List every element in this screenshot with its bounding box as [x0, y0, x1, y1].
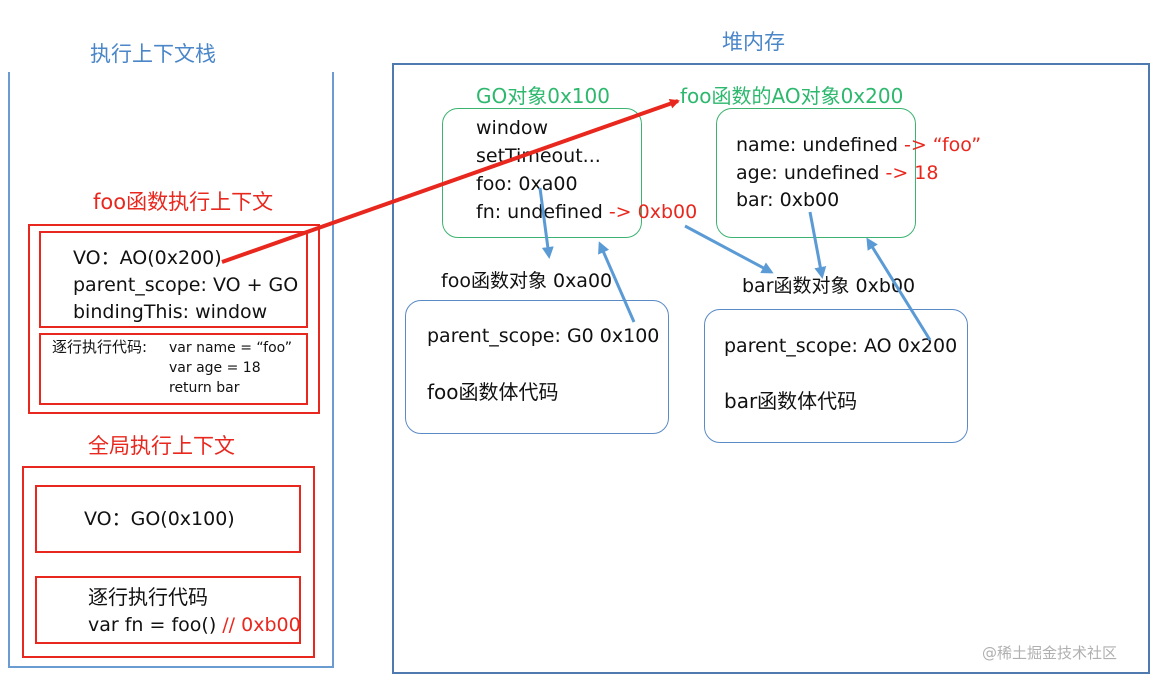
foo-ao-title: foo函数的AO对象0x200 [680, 84, 904, 108]
heap-title: 堆内存 [722, 30, 785, 54]
global-ctx-exec-label: 逐行执行代码 [88, 585, 208, 609]
foo-ctx-box [28, 224, 320, 414]
global-ctx-code-comment: // 0xb00 [222, 614, 301, 636]
foo-obj-box [405, 300, 669, 434]
global-ctx-title: 全局执行上下文 [88, 434, 235, 458]
foo-obj-parent-scope: parent_scope: G0 0x100 [427, 325, 660, 347]
arrow-ao-bar-to-bar-obj [808, 211, 827, 279]
watermark: @稀土掘金技术社区 [982, 644, 1118, 662]
foo-ctx-code-1: var name = “foo” [169, 340, 292, 356]
global-ctx-vo-box [35, 485, 301, 553]
foo-ao-age-change: -> 18 [885, 162, 939, 184]
foo-ctx-title: foo函数执行上下文 [93, 190, 274, 214]
go-box [442, 108, 642, 238]
foo-ctx-vo: VO：AO(0x200) [73, 247, 222, 269]
foo-ctx-parent-scope: parent_scope: VO + GO [73, 274, 299, 296]
foo-ctx-binding-this: bindingThis: window [73, 301, 268, 323]
go-title: GO对象0x100 [476, 84, 610, 108]
global-ctx-vo: VO：GO(0x100) [84, 508, 235, 530]
stack-title: 执行上下文栈 [90, 42, 216, 66]
global-ctx-exec-box [35, 576, 301, 644]
bar-obj-title: bar函数对象 0xb00 [742, 275, 916, 297]
global-ctx-code-main: var fn = foo() [88, 614, 217, 636]
bar-obj-body: bar函数体代码 [724, 389, 858, 413]
arrow-go-fn-to-bar-obj [684, 224, 774, 274]
go-line-fn: fn: undefined -> 0xb00 [476, 199, 697, 225]
foo-ao-name-change: -> “foo” [903, 134, 982, 156]
global-ctx-box [22, 466, 315, 658]
foo-ao-name-label: name: undefined [736, 134, 898, 156]
foo-ctx-exec-label: 逐行执行代码: [52, 338, 148, 356]
arrow-bar-scope-to-ao [866, 237, 932, 341]
bar-obj-parent-scope: parent_scope: AO 0x200 [724, 335, 958, 357]
foo-ao-bar: bar: 0xb00 [736, 189, 840, 211]
stack-container [8, 72, 334, 668]
foo-obj-title: foo函数对象 0xa00 [441, 270, 613, 292]
foo-ao-name: name: undefined -> “foo” [736, 132, 981, 158]
heap-container [392, 63, 1150, 674]
foo-ctx-exec-box [39, 333, 308, 405]
arrow-go-foo-to-foo-obj [538, 187, 554, 259]
foo-obj-body: foo函数体代码 [427, 380, 559, 404]
go-line-window: window [476, 117, 549, 139]
foo-ctx-code-3: return bar [169, 380, 240, 396]
global-ctx-code: var fn = foo() // 0xb00 [88, 612, 301, 638]
go-fn-change: -> 0xb00 [608, 201, 698, 223]
foo-ctx-code-2: var age = 18 [169, 360, 261, 376]
arrow-vo-to-ao [221, 98, 680, 264]
go-fn-label: fn: undefined [476, 201, 603, 223]
arrow-foo-scope-to-go [598, 241, 636, 323]
go-line-foo: foo: 0xa00 [476, 173, 578, 195]
foo-ctx-vo-box [39, 231, 308, 328]
foo-ao-age-label: age: undefined [736, 162, 880, 184]
bar-obj-box [704, 309, 968, 443]
foo-ao-age: age: undefined -> 18 [736, 160, 938, 186]
